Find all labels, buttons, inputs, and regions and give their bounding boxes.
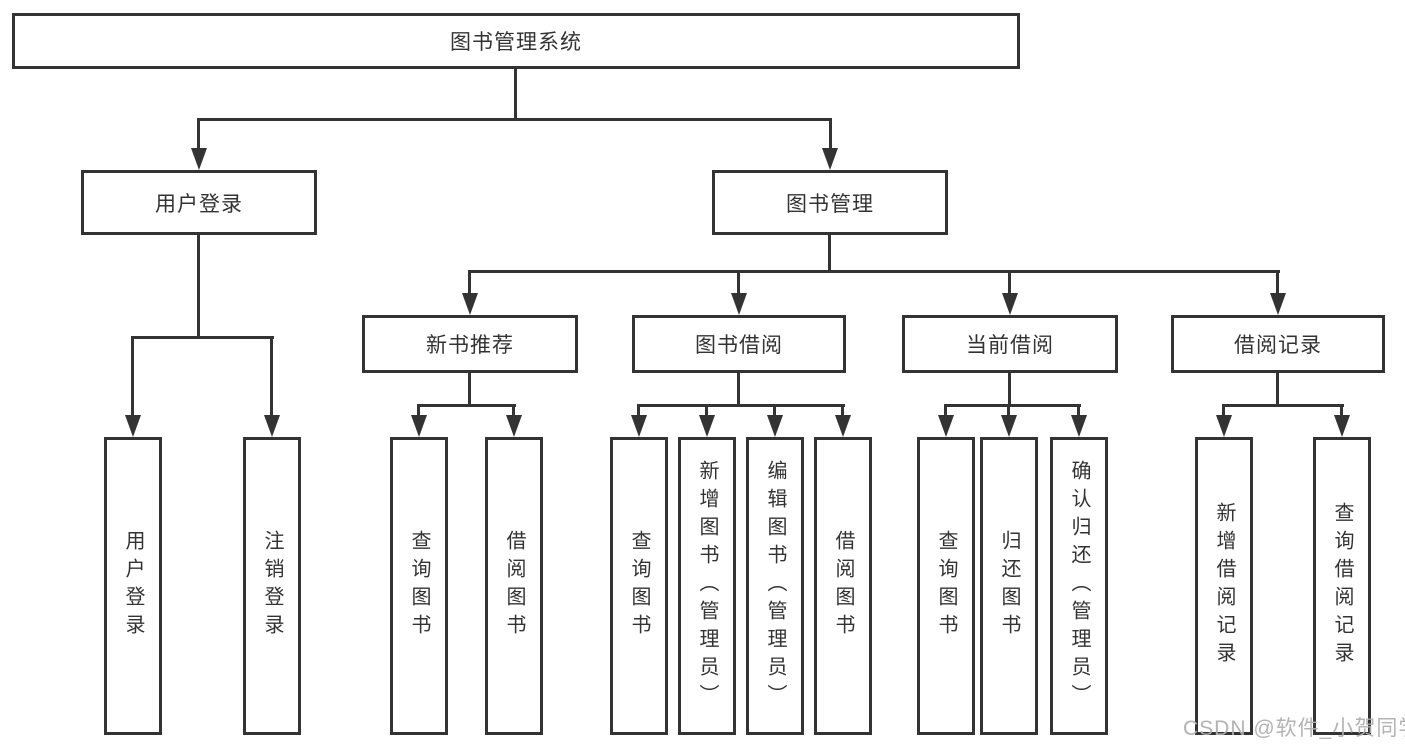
node-user-login: 用户登录 xyxy=(81,170,317,235)
connector-line xyxy=(197,118,832,121)
arrow-down-icon xyxy=(1002,293,1018,315)
connector-line xyxy=(131,336,274,339)
leaf-label: 新增借阅记录 xyxy=(1213,502,1235,670)
node-label: 当前借阅 xyxy=(966,334,1054,357)
leaf-label: 注销登录 xyxy=(261,530,283,642)
connector-line xyxy=(829,118,832,150)
arrow-down-icon xyxy=(506,415,522,437)
leaf-bb-add-books-admin: 新增图书（管理员） xyxy=(678,437,736,735)
arrow-down-icon xyxy=(191,148,207,170)
leaf-label: 查询图书 xyxy=(628,530,650,642)
connector-line xyxy=(944,404,1081,407)
leaf-nb-borrow-books: 借阅图书 xyxy=(485,437,543,735)
node-library-management-system: 图书管理系统 xyxy=(12,13,1020,69)
leaf-bb-borrow-books: 借阅图书 xyxy=(814,437,872,735)
csdn-watermark: CSDN @软件_小贺同学 xyxy=(1183,717,1405,740)
connector-line xyxy=(1276,270,1279,295)
connector-line xyxy=(270,336,273,417)
connector-line xyxy=(828,235,831,272)
connector-line xyxy=(417,404,420,417)
node-book-management: 图书管理 xyxy=(712,170,948,235)
connector-line xyxy=(637,404,845,407)
leaf-user-login: 用户登录 xyxy=(104,437,162,735)
leaf-nb-query-books: 查询图书 xyxy=(390,437,448,735)
connector-line xyxy=(468,270,1280,273)
leaf-cb-return-books: 归还图书 xyxy=(980,437,1038,735)
leaf-bb-query-books: 查询图书 xyxy=(610,437,668,735)
arrow-down-icon xyxy=(699,415,715,437)
leaf-label: 用户登录 xyxy=(122,530,144,642)
connector-line xyxy=(1222,404,1225,417)
arrow-down-icon xyxy=(731,293,747,315)
arrow-down-icon xyxy=(1001,415,1017,437)
arrow-down-icon xyxy=(411,415,427,437)
connector-line xyxy=(773,404,776,417)
connector-line xyxy=(1276,373,1279,406)
node-current-borrowing: 当前借阅 xyxy=(902,315,1118,373)
leaf-br-query-record: 查询借阅记录 xyxy=(1313,437,1371,735)
connector-line xyxy=(1008,373,1011,406)
arrow-down-icon xyxy=(822,148,838,170)
leaf-label: 编辑图书（管理员） xyxy=(764,460,786,712)
connector-line xyxy=(468,270,471,295)
connector-line xyxy=(1008,270,1011,295)
node-label: 借阅记录 xyxy=(1234,334,1322,357)
arrow-down-icon xyxy=(938,415,954,437)
leaf-label: 新增图书（管理员） xyxy=(696,460,718,712)
leaf-cb-confirm-return-admin: 确认归还（管理员） xyxy=(1050,437,1108,735)
connector-line xyxy=(1007,404,1010,417)
node-label: 图书管理系统 xyxy=(450,31,582,54)
leaf-label: 借阅图书 xyxy=(503,530,525,642)
connector-line xyxy=(512,404,515,417)
node-borrowing-records: 借阅记录 xyxy=(1171,315,1385,373)
arrow-down-icon xyxy=(835,415,851,437)
arrow-down-icon xyxy=(125,415,141,437)
arrow-down-icon xyxy=(264,415,280,437)
arrow-down-icon xyxy=(1071,415,1087,437)
leaf-label: 确认归还（管理员） xyxy=(1068,460,1090,712)
connector-line xyxy=(131,336,134,417)
connector-line xyxy=(417,404,516,407)
connector-line xyxy=(637,404,640,417)
connector-line xyxy=(468,373,471,406)
node-new-book-recommendation: 新书推荐 xyxy=(362,315,578,373)
arrow-down-icon xyxy=(767,415,783,437)
arrow-down-icon xyxy=(1334,415,1350,437)
leaf-label: 查询借阅记录 xyxy=(1331,502,1353,670)
node-book-borrowing: 图书借阅 xyxy=(632,315,846,373)
leaf-bb-edit-books-admin: 编辑图书（管理员） xyxy=(746,437,804,735)
connector-line xyxy=(841,404,844,417)
connector-line xyxy=(197,235,200,338)
connector-line xyxy=(737,270,740,295)
connector-line xyxy=(1340,404,1343,417)
connector-line xyxy=(705,404,708,417)
leaf-label: 查询图书 xyxy=(408,530,430,642)
leaf-label: 查询图书 xyxy=(935,530,957,642)
leaf-br-add-record: 新增借阅记录 xyxy=(1195,437,1253,735)
arrow-down-icon xyxy=(631,415,647,437)
leaf-label: 借阅图书 xyxy=(832,530,854,642)
leaf-label: 归还图书 xyxy=(998,530,1020,642)
leaf-logout-login: 注销登录 xyxy=(243,437,301,735)
connector-line xyxy=(1222,404,1344,407)
connector-line xyxy=(944,404,947,417)
arrow-down-icon xyxy=(1216,415,1232,437)
connector-line xyxy=(1077,404,1080,417)
node-label: 图书管理 xyxy=(786,192,874,216)
node-label: 用户登录 xyxy=(155,192,243,216)
arrow-down-icon xyxy=(462,293,478,315)
leaf-cb-query-books: 查询图书 xyxy=(917,437,975,735)
connector-line xyxy=(514,69,517,120)
node-label: 新书推荐 xyxy=(426,334,514,357)
connector-line xyxy=(737,373,740,406)
arrow-down-icon xyxy=(1270,293,1286,315)
connector-line xyxy=(197,118,200,150)
node-label: 图书借阅 xyxy=(695,334,783,357)
